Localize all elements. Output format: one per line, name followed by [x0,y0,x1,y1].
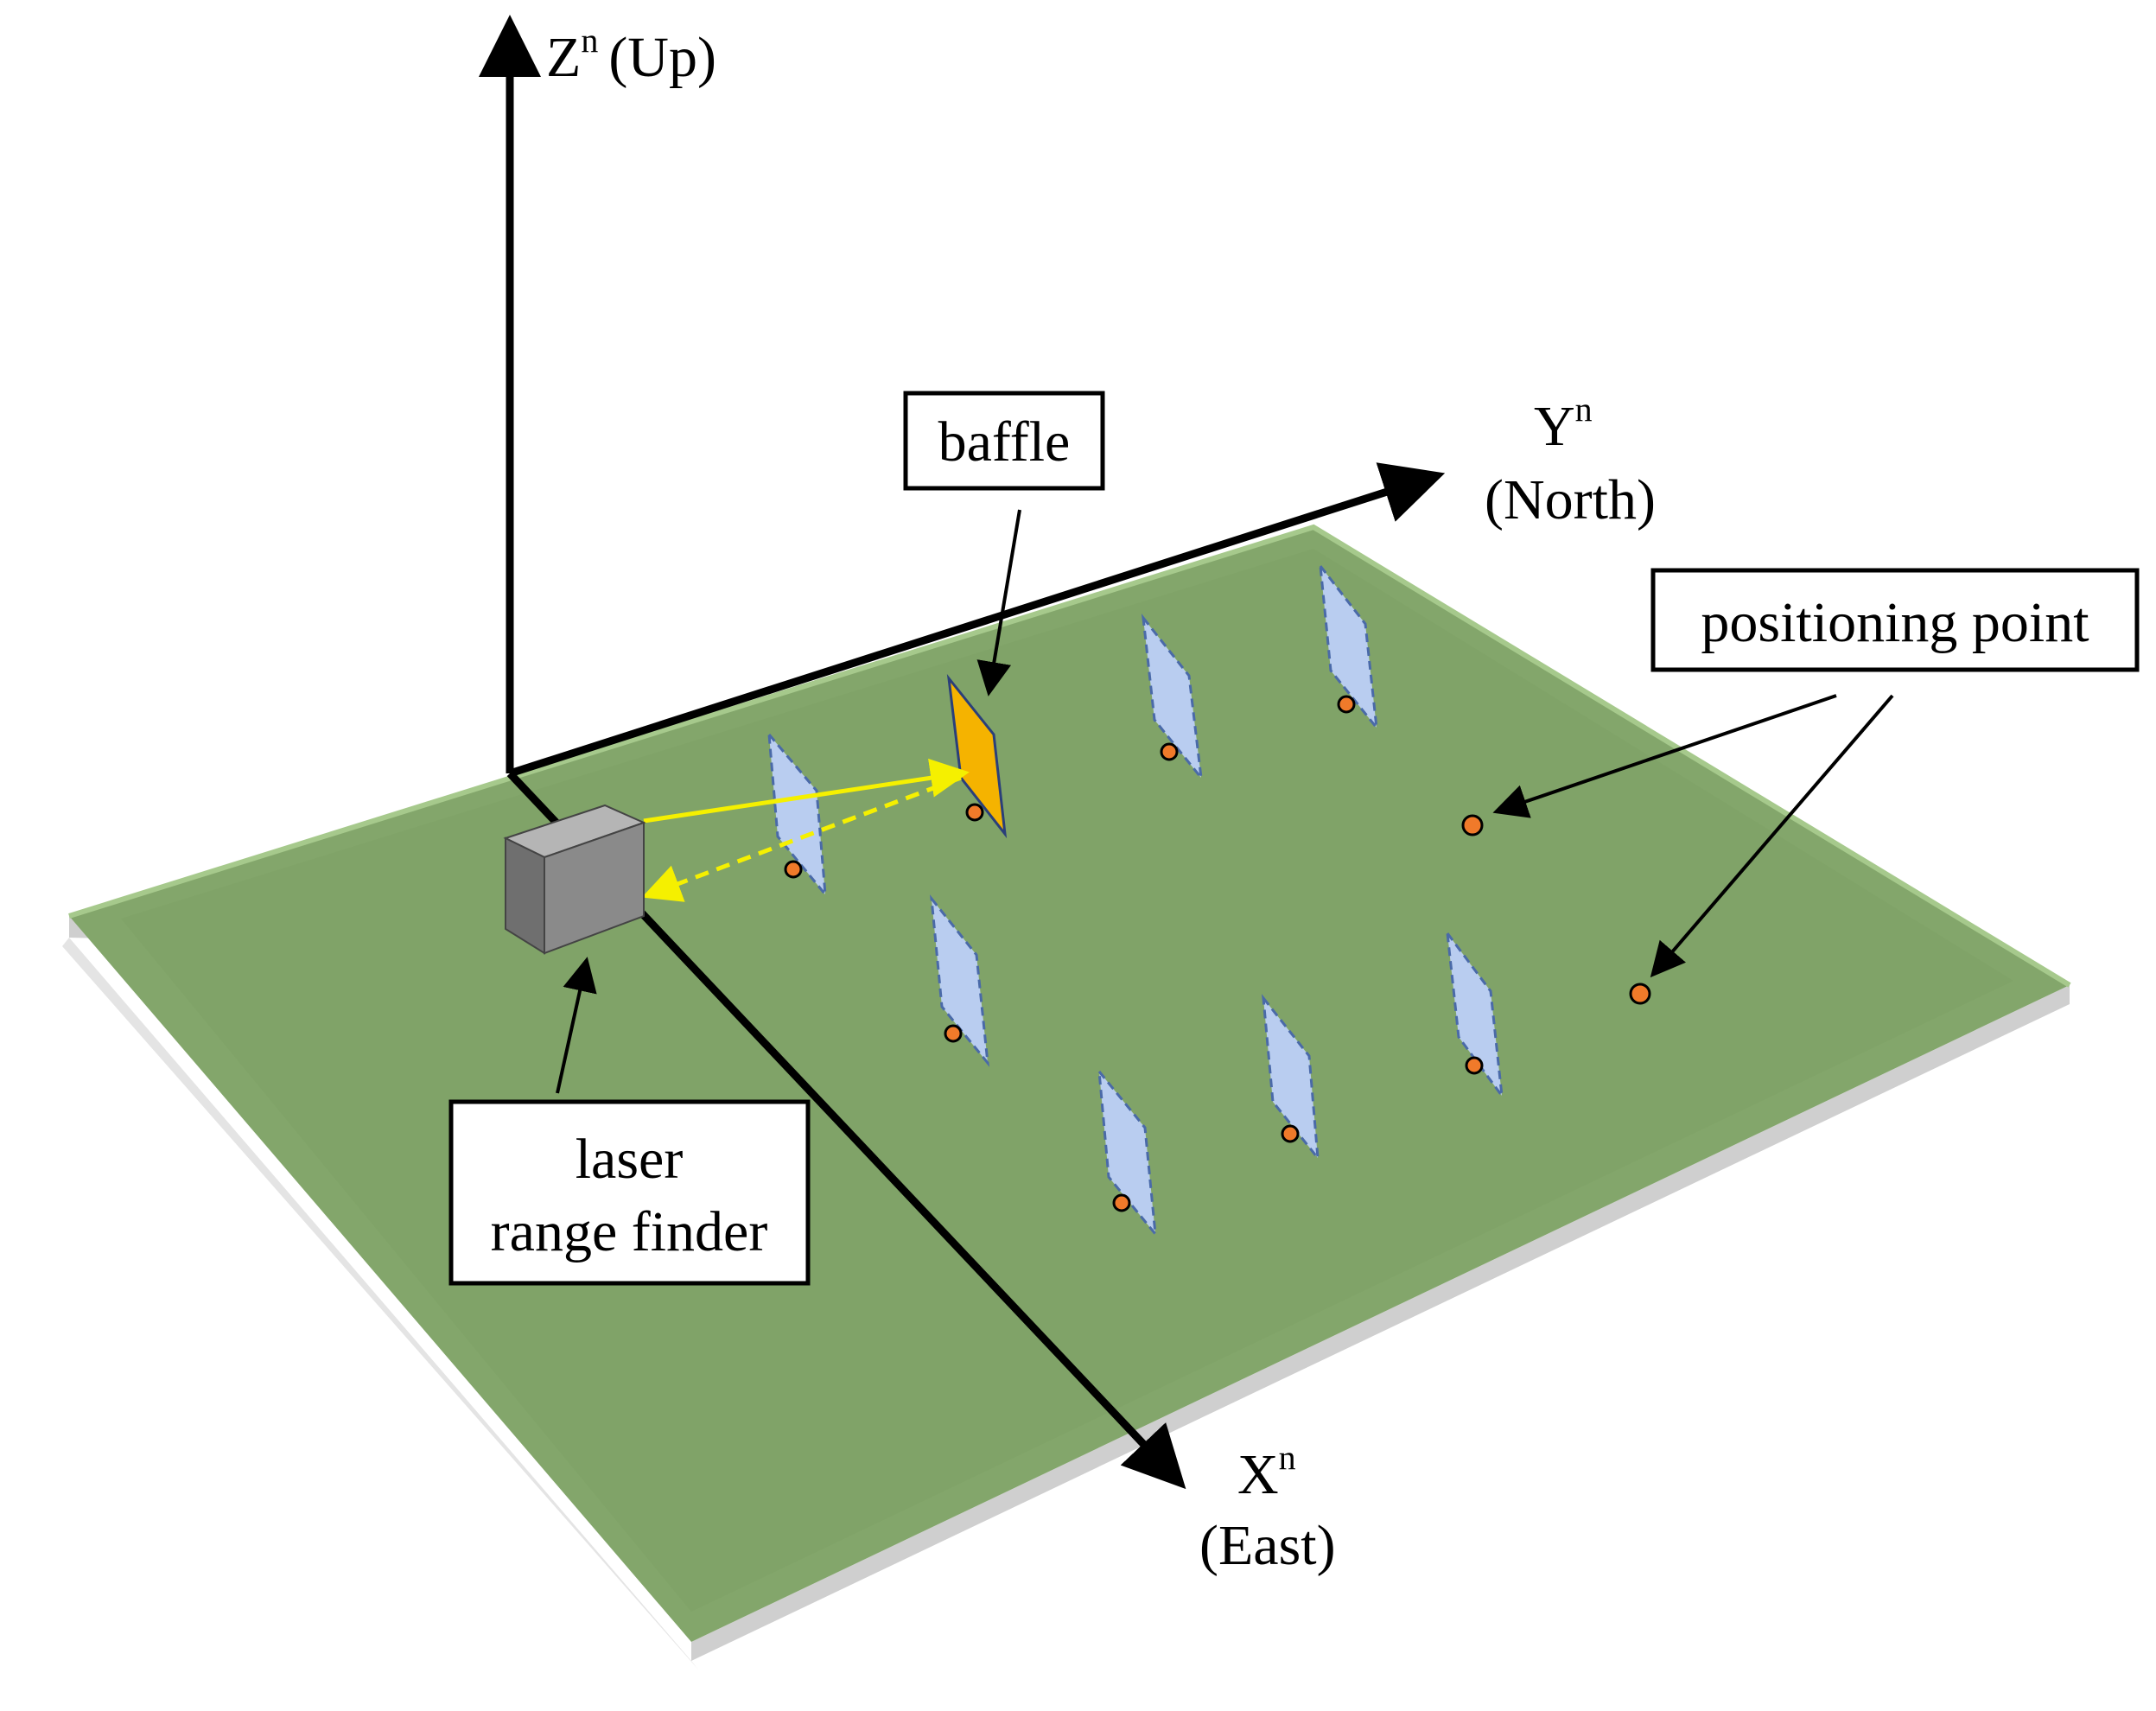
baffle-panel [767,730,827,899]
positioning-point-marker [1629,983,1651,1005]
laser-reflected-beam [641,775,962,902]
laser-emitted-beam [643,758,970,824]
laser-label-line1: laser [576,1128,684,1191]
laser-beams [641,758,970,902]
laser-label-line2: range finder [491,1200,768,1263]
baffle-panel [1262,994,1320,1162]
baffle-panel [1445,928,1504,1101]
axis-y: Yn (North) [508,390,1656,778]
baffle-panel [1097,1067,1157,1238]
positioning-point-marker [1461,814,1484,836]
anchor-point [1281,1124,1300,1143]
ground-platform [62,524,2071,1670]
callout-baffle: baffle [903,391,1105,696]
baffle-array [767,561,1504,1238]
anchor-point [1465,1056,1484,1075]
baffle-panel [1141,613,1204,783]
anchor-point [784,860,803,879]
baffle-label: baffle [938,410,1071,474]
baffle-panel [930,894,990,1067]
axis-x-direction: (East) [1199,1514,1336,1577]
axis-z: Zn(Up) [479,15,716,773]
anchor-point [1160,742,1179,761]
anchor-point [944,1024,963,1043]
callout-laser-range-finder: laser range finder [448,957,811,1286]
ground-edge-highlight [68,524,2071,988]
axis-x-symbol: Xn [1237,1438,1296,1506]
axis-y-direction: (North) [1485,468,1656,531]
positioning-point-label: positioning point [1701,591,2089,654]
laser-range-finder-device [503,804,646,955]
platform-shadow [62,938,698,1670]
baffle-panel [1318,561,1379,732]
positioning-points [1461,814,1651,1005]
baffle-anchor-points [784,695,1484,1212]
anchor-point [1337,695,1356,714]
axis-y-symbol: Yn [1534,390,1593,458]
callout-positioning-point: positioning point [1492,568,2140,978]
axis-z-label: Zn(Up) [546,21,716,89]
device-side [505,836,545,955]
active-baffle [946,673,1008,839]
anchor-point [965,803,984,822]
anchor-point [1112,1193,1131,1212]
